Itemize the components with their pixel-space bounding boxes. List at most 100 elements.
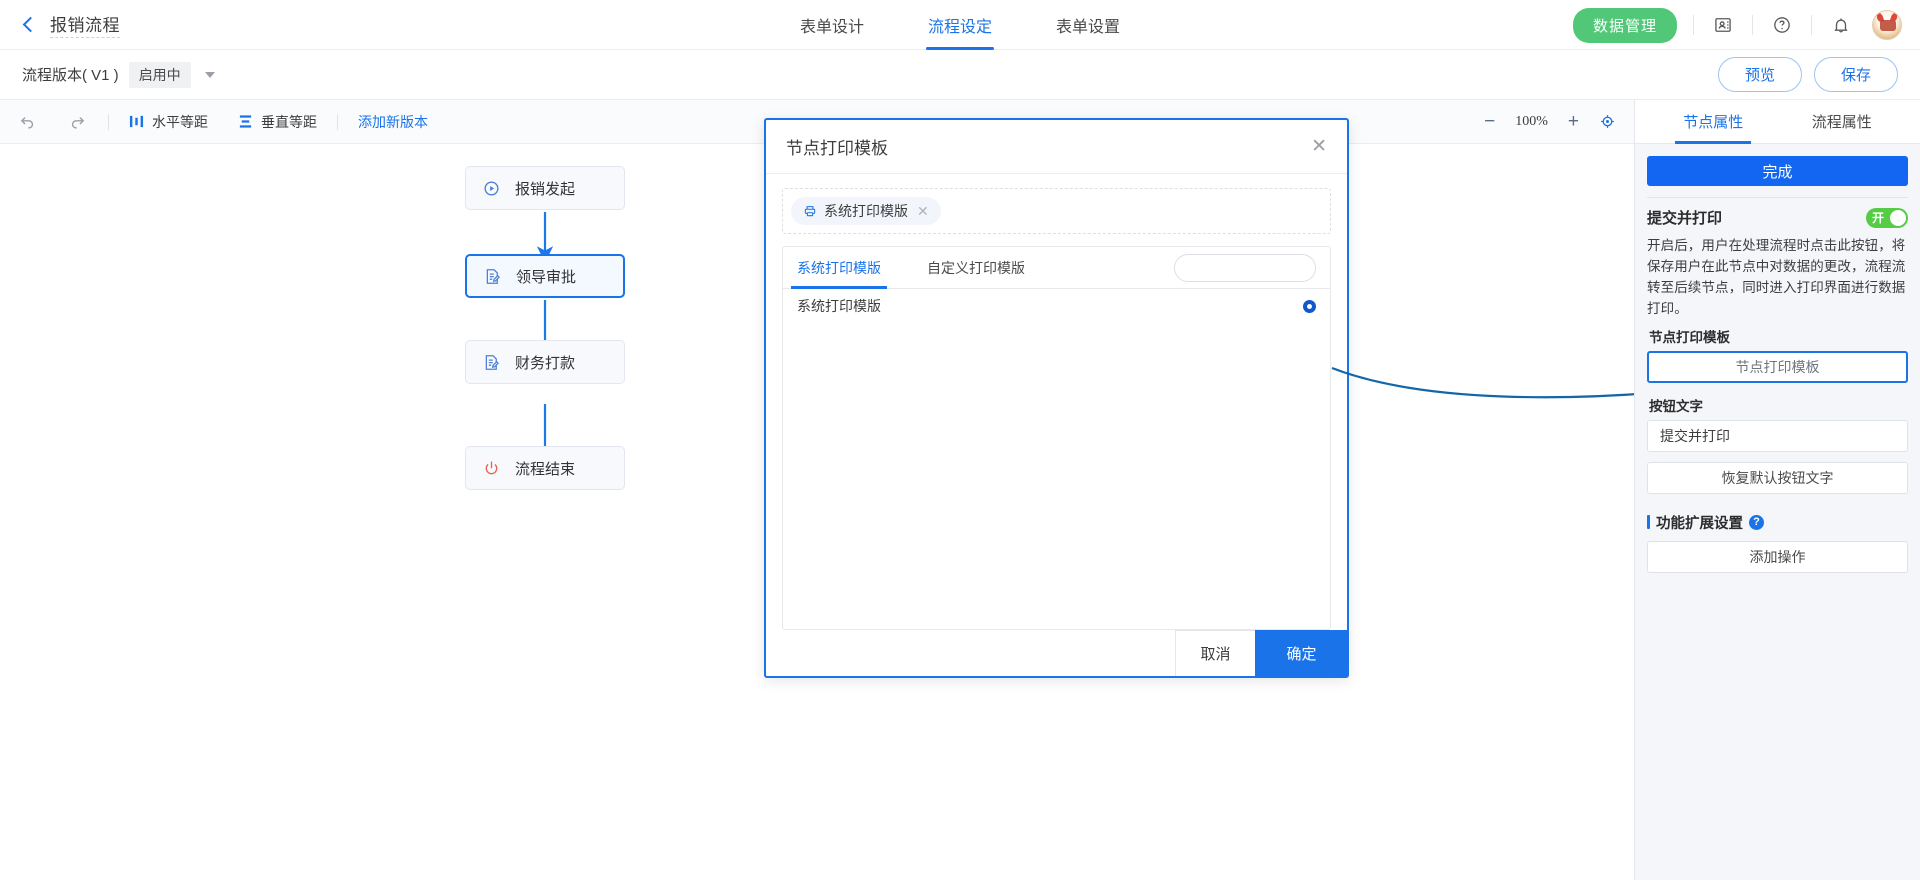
tab-form-design[interactable]: 表单设计 [799,18,864,36]
main-tabs: 表单设计 流程设定 表单设置 [798,0,1122,50]
submit-print-title: 提交并打印 [1647,210,1723,227]
tab-custom-template[interactable]: 自定义打印模版 [927,259,1025,276]
tab-node-properties[interactable]: 节点属性 [1675,100,1752,144]
preview-button[interactable]: 预览 [1717,57,1802,92]
toggle-knob [1890,209,1906,226]
chip-remove-icon[interactable]: ✕ [917,202,929,219]
help-circle-icon[interactable] [1769,12,1795,38]
section-marker [1647,515,1650,530]
extension-section-title: 功能扩展设置 ? [1647,512,1908,533]
button-text-input[interactable]: 提交并打印 [1647,419,1908,452]
version-actions: 预览 保存 [1717,57,1898,92]
add-action-button[interactable]: 添加操作 [1647,540,1908,573]
contact-card-icon[interactable] [1710,12,1736,38]
template-list-panel: 系统打印模版 自定义打印模版 系统打印模版 [782,246,1365,630]
target-icon [1601,115,1614,128]
selected-template-zone[interactable]: 系统打印模版 ✕ [782,188,1331,234]
tab-form-settings[interactable]: 表单设置 [1056,18,1121,36]
flow-node-label: 流程结束 [515,460,576,478]
flow-node-label: 财务打款 [515,354,576,372]
modal-body: 系统打印模版 ✕ 系统打印模版 自定义打印模版 [766,174,1365,630]
node-print-template-modal: 节点打印模板 ✕ 系统打印模版 ✕ 系统打印模版 自定义打印模版 [764,118,1365,678]
flow-node-label: 报销发起 [515,180,576,198]
template-tabs: 系统打印模版 自定义打印模版 [783,247,1365,289]
help-icon[interactable]: ? [1749,514,1764,530]
avatar[interactable] [1872,10,1902,40]
modal-title: 节点打印模板 [786,139,888,158]
approval-doc-icon [486,268,500,284]
divider [1647,197,1908,198]
save-button[interactable]: 保存 [1813,57,1898,92]
divider [108,113,109,130]
template-rows: 系统打印模版 [783,289,1330,629]
extension-title: 功能扩展设置 [1656,515,1743,532]
divider [337,113,338,130]
close-icon[interactable]: ✕ [1311,136,1327,157]
header-actions: 数据管理 [1572,0,1902,50]
radio-selected-icon[interactable] [1303,299,1316,313]
add-new-version-button[interactable]: 添加新版本 [358,113,428,130]
node-print-template-label: 节点打印模板 [1649,329,1730,345]
search-input[interactable] [1185,259,1365,276]
flow-node-finance[interactable]: 财务打款 [465,340,625,384]
horizontal-distribute-label: 水平等距 [152,113,208,130]
vertical-distribute-button[interactable]: 垂直等距 [232,112,323,132]
version-bar: 流程版本( V1 ) 启用中 预览 保存 [0,50,1920,100]
restore-default-button-text-button[interactable]: 恢复默认按钮文字 [1647,461,1908,494]
properties-sidebar: 节点属性 流程属性 完成 提交并打印 开 开启后，用户在处理流程时点击此按钮，将… [1634,100,1920,880]
undo-icon[interactable] [10,105,44,139]
page-title: 报销流程 [50,11,120,38]
chevron-left-icon [22,18,36,32]
tab-process-settings[interactable]: 流程设定 [925,0,995,50]
toggle-label: 开 [1872,211,1885,225]
zoom-level: 100% [1515,113,1548,129]
divider [1752,15,1753,35]
zoom-out-button[interactable]: − [1484,111,1496,132]
fit-to-screen-button[interactable] [1599,113,1616,130]
node-print-template-button[interactable]: 节点打印模板 [1647,350,1908,383]
bell-icon[interactable] [1828,12,1854,38]
selected-template-chip: 系统打印模版 ✕ [791,197,941,225]
redo-icon[interactable] [60,105,94,139]
version-info: 流程版本( V1 ) 启用中 [22,61,215,88]
tab-process-properties[interactable]: 流程属性 [1811,114,1872,131]
flow-node-start[interactable]: 报销发起 [465,166,625,210]
confirm-button[interactable]: 确定 [1255,630,1347,676]
submit-print-header: 提交并打印 开 [1647,207,1908,228]
top-header: 报销流程 表单设计 流程设定 表单设置 数据管理 [0,0,1920,50]
divider [1811,15,1812,35]
template-search[interactable] [1174,253,1365,282]
done-button[interactable]: 完成 [1647,156,1908,186]
modal-header: 节点打印模板 ✕ [766,120,1347,174]
sidebar-tabs: 节点属性 流程属性 [1635,100,1920,144]
back-button[interactable]: 报销流程 [22,11,120,38]
sidebar-content: 完成 提交并打印 开 开启后，用户在处理流程时点击此按钮，将保存用户在此节点中对… [1635,144,1920,880]
tab-system-template[interactable]: 系统打印模版 [791,247,887,289]
flow-node-end[interactable]: 流程结束 [465,446,625,490]
version-label: 流程版本( V1 ) [22,67,119,84]
vertical-distribute-label: 垂直等距 [261,113,317,130]
chevron-down-icon[interactable] [204,71,215,78]
approval-doc-icon [485,354,499,370]
zoom-controls: − 100% + [1484,112,1616,131]
list-item[interactable]: 系统打印模版 [783,289,1330,323]
status-badge: 启用中 [128,61,191,88]
modal-footer: 取消 确定 [766,630,1347,676]
play-circle-icon [484,180,499,196]
horizontal-distribute-icon [129,115,144,128]
power-off-icon [485,460,498,474]
divider [1693,15,1694,35]
cancel-button[interactable]: 取消 [1175,630,1255,676]
button-text-label: 按钮文字 [1649,398,1703,414]
zoom-in-button[interactable]: + [1567,111,1579,132]
data-management-button[interactable]: 数据管理 [1572,7,1677,43]
flow-node-approval[interactable]: 领导审批 [465,254,625,298]
printer-icon [804,206,816,217]
flow-node-label: 领导审批 [516,268,577,286]
submit-print-toggle[interactable]: 开 [1866,207,1908,228]
submit-print-description: 开启后，用户在处理流程时点击此按钮，将保存用户在此节点中对数据的更改，流程流转至… [1647,238,1906,316]
horizontal-distribute-button[interactable]: 水平等距 [123,112,214,132]
vertical-distribute-icon [239,115,252,128]
chip-label: 系统打印模版 [824,203,908,219]
